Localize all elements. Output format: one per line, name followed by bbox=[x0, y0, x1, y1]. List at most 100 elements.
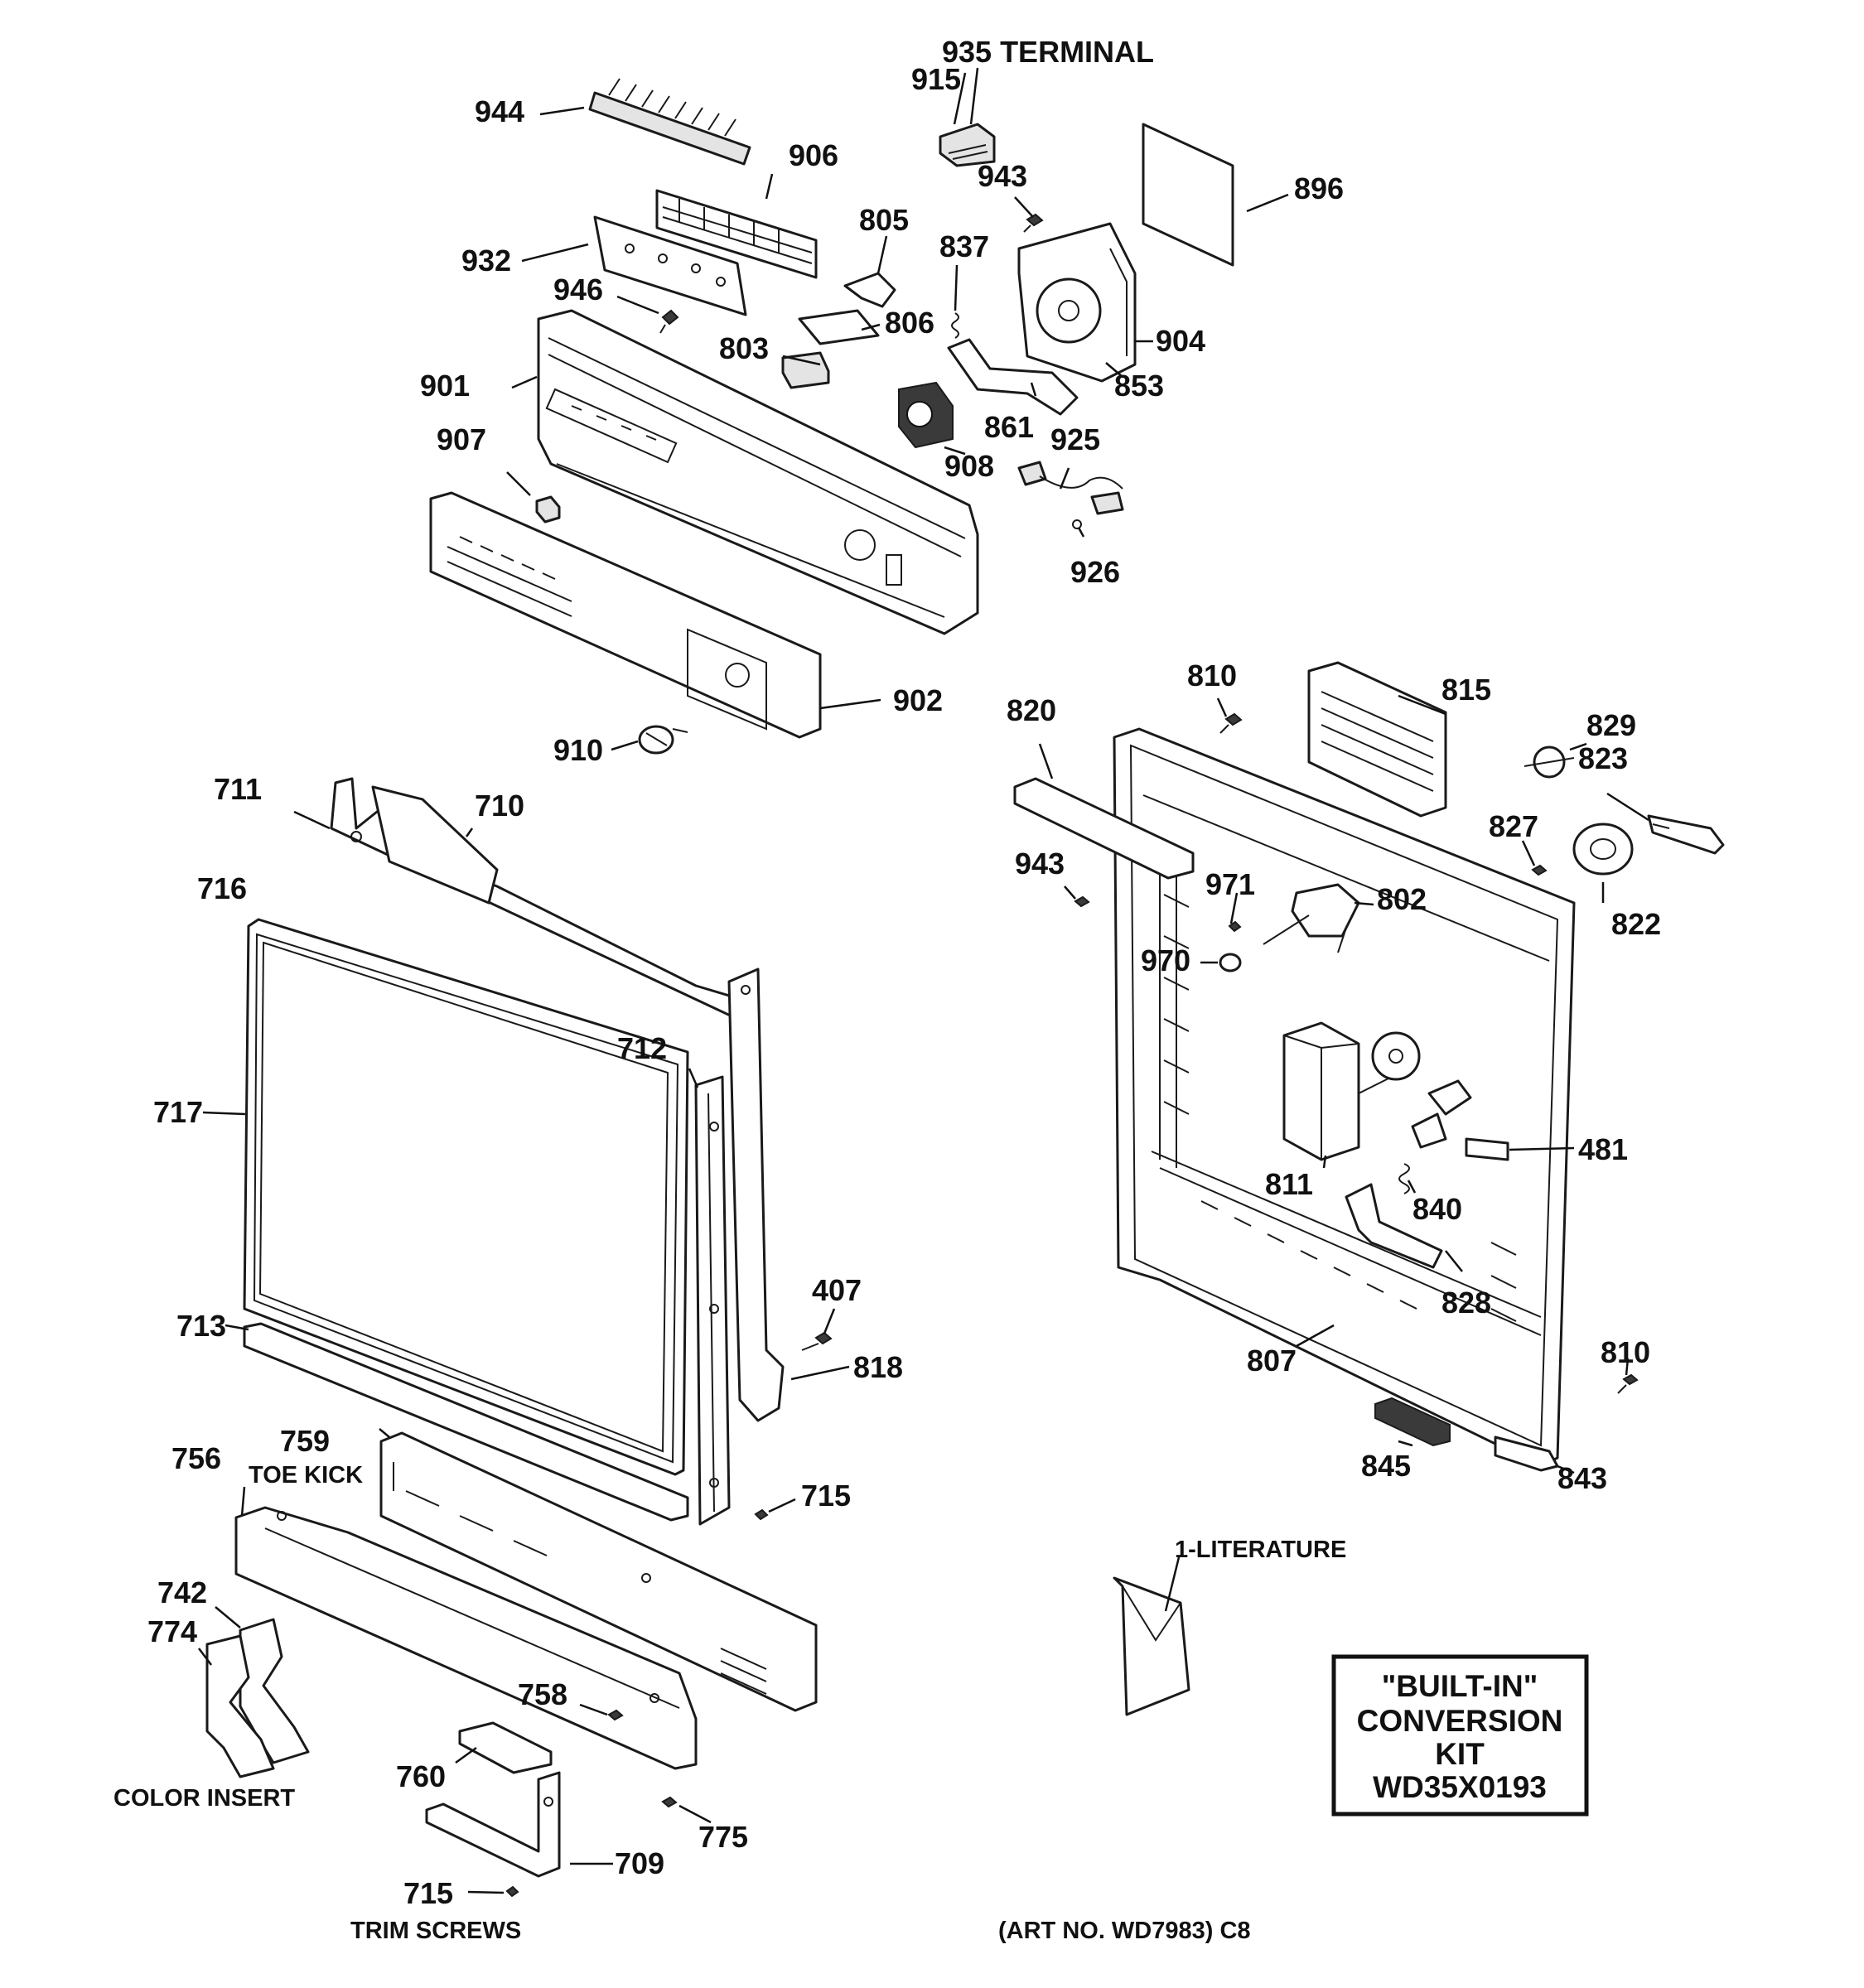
part-843-strip bbox=[1494, 1436, 1559, 1472]
callout-828: 828 bbox=[1441, 1286, 1491, 1320]
part-803-switch bbox=[781, 351, 830, 389]
part-407-screw bbox=[801, 1331, 833, 1351]
callout-926: 926 bbox=[1070, 555, 1120, 589]
callout-713: 713 bbox=[176, 1309, 226, 1343]
note-trim-screws: TRIM SCREWS bbox=[350, 1918, 521, 1944]
callout-823: 823 bbox=[1578, 741, 1628, 775]
callout-827: 827 bbox=[1489, 809, 1538, 843]
part-926-grommet bbox=[1072, 519, 1082, 529]
part-818-hinge-rail bbox=[727, 967, 785, 1422]
callout-710: 710 bbox=[475, 789, 524, 823]
callout-906: 906 bbox=[789, 138, 838, 172]
callout-717: 717 bbox=[153, 1095, 203, 1129]
part-810-screw-top bbox=[1219, 712, 1243, 734]
callout-810-bottom: 810 bbox=[1601, 1335, 1650, 1369]
callout-843: 843 bbox=[1557, 1461, 1607, 1495]
part-713-trim-strip bbox=[243, 1322, 689, 1522]
kit-line-built-in: "BUILT-IN" bbox=[1382, 1669, 1538, 1703]
callout-915: 915 bbox=[911, 62, 961, 96]
callout-407: 407 bbox=[812, 1273, 862, 1307]
part-810-screw-bottom bbox=[1617, 1373, 1639, 1394]
callout-837: 837 bbox=[939, 229, 989, 263]
part-481-label bbox=[1465, 1137, 1509, 1161]
part-970-bushing bbox=[1219, 953, 1242, 972]
callout-759: 759 bbox=[280, 1424, 330, 1458]
callout-910: 910 bbox=[553, 733, 603, 767]
callout-811: 811 bbox=[1265, 1167, 1313, 1201]
callout-820: 820 bbox=[1007, 693, 1056, 727]
callout-925: 925 bbox=[1050, 422, 1100, 456]
callout-715-trim: 715 bbox=[403, 1876, 453, 1910]
kit-line-conversion: CONVERSION bbox=[1357, 1704, 1563, 1738]
note-literature: 1-LITERATURE bbox=[1175, 1537, 1346, 1563]
callout-861: 861 bbox=[984, 410, 1034, 444]
part-758-screw bbox=[607, 1709, 624, 1721]
kit-line-part-number: WD35X0193 bbox=[1373, 1770, 1547, 1804]
callout-481: 481 bbox=[1578, 1132, 1628, 1166]
conversion-kit-box: "BUILT-IN" CONVERSION KIT WD35X0193 bbox=[1331, 1654, 1589, 1817]
part-715-screw-mid bbox=[754, 1508, 769, 1521]
part-712-side-rail bbox=[694, 1075, 731, 1526]
part-717-door-panel bbox=[243, 918, 689, 1476]
part-932-bracket bbox=[593, 215, 747, 316]
note-toe-kick: TOE KICK bbox=[249, 1462, 363, 1489]
part-908-switch bbox=[898, 381, 954, 449]
callout-904: 904 bbox=[1156, 324, 1205, 358]
callout-807: 807 bbox=[1247, 1344, 1297, 1378]
callout-901: 901 bbox=[420, 369, 470, 403]
part-1-literature bbox=[1113, 1576, 1190, 1716]
callout-711: 711 bbox=[214, 772, 262, 806]
callout-802: 802 bbox=[1377, 882, 1427, 916]
callout-944: 944 bbox=[475, 94, 524, 128]
part-775-screw bbox=[661, 1796, 678, 1808]
callout-709: 709 bbox=[615, 1846, 664, 1880]
callout-840: 840 bbox=[1412, 1192, 1462, 1226]
part-896-wiring-sheet bbox=[1142, 123, 1234, 267]
callout-935-terminal: 935 TERMINAL bbox=[942, 35, 1154, 69]
part-946-screw bbox=[659, 309, 679, 334]
callout-815: 815 bbox=[1441, 673, 1491, 707]
callout-907: 907 bbox=[437, 422, 486, 456]
part-815-vent bbox=[1307, 661, 1447, 818]
part-840-spring bbox=[1398, 1163, 1410, 1194]
callout-853: 853 bbox=[1114, 369, 1164, 403]
part-901-console bbox=[537, 309, 979, 635]
part-837-spring bbox=[951, 312, 959, 339]
callout-806: 806 bbox=[885, 306, 934, 340]
part-845-hinge bbox=[1374, 1397, 1451, 1447]
part-760-bracket bbox=[458, 1721, 553, 1774]
leader-lines bbox=[198, 67, 1649, 1894]
part-811-dispenser bbox=[1282, 1021, 1393, 1161]
callout-818: 818 bbox=[853, 1350, 903, 1384]
part-827-screw bbox=[1531, 864, 1548, 876]
callout-845: 845 bbox=[1361, 1449, 1411, 1483]
part-802-latch bbox=[1263, 883, 1360, 953]
part-806-label bbox=[798, 309, 880, 345]
callout-803: 803 bbox=[719, 331, 769, 365]
part-943-screw-mid bbox=[1074, 895, 1090, 908]
part-756-kick-panel bbox=[234, 1506, 698, 1770]
callout-908: 908 bbox=[944, 449, 994, 483]
part-759-toe-kick bbox=[379, 1431, 818, 1712]
part-dispenser-mechanism bbox=[1371, 1031, 1472, 1149]
callout-946: 946 bbox=[553, 273, 603, 306]
callout-810-top: 810 bbox=[1187, 659, 1237, 692]
part-823-829-knob-shaft bbox=[1524, 746, 1725, 855]
part-943-screw-top bbox=[1023, 213, 1044, 233]
part-742-774-color-insert bbox=[205, 1618, 310, 1778]
callout-805: 805 bbox=[859, 203, 909, 237]
part-944-terminal-strip bbox=[588, 78, 751, 166]
callout-760: 760 bbox=[396, 1759, 446, 1793]
callout-902: 902 bbox=[893, 683, 943, 717]
part-925-harness bbox=[1017, 461, 1124, 515]
callout-712: 712 bbox=[617, 1031, 667, 1065]
part-822-dial bbox=[1572, 823, 1634, 876]
callout-943-mid: 943 bbox=[1015, 847, 1065, 881]
callout-742: 742 bbox=[157, 1575, 207, 1609]
callout-775: 775 bbox=[698, 1820, 748, 1854]
part-906-switch-bar bbox=[655, 189, 818, 279]
part-820-handle bbox=[1013, 777, 1195, 880]
note-color-insert: COLOR INSERT bbox=[113, 1785, 295, 1812]
part-828-arm bbox=[1345, 1183, 1443, 1269]
